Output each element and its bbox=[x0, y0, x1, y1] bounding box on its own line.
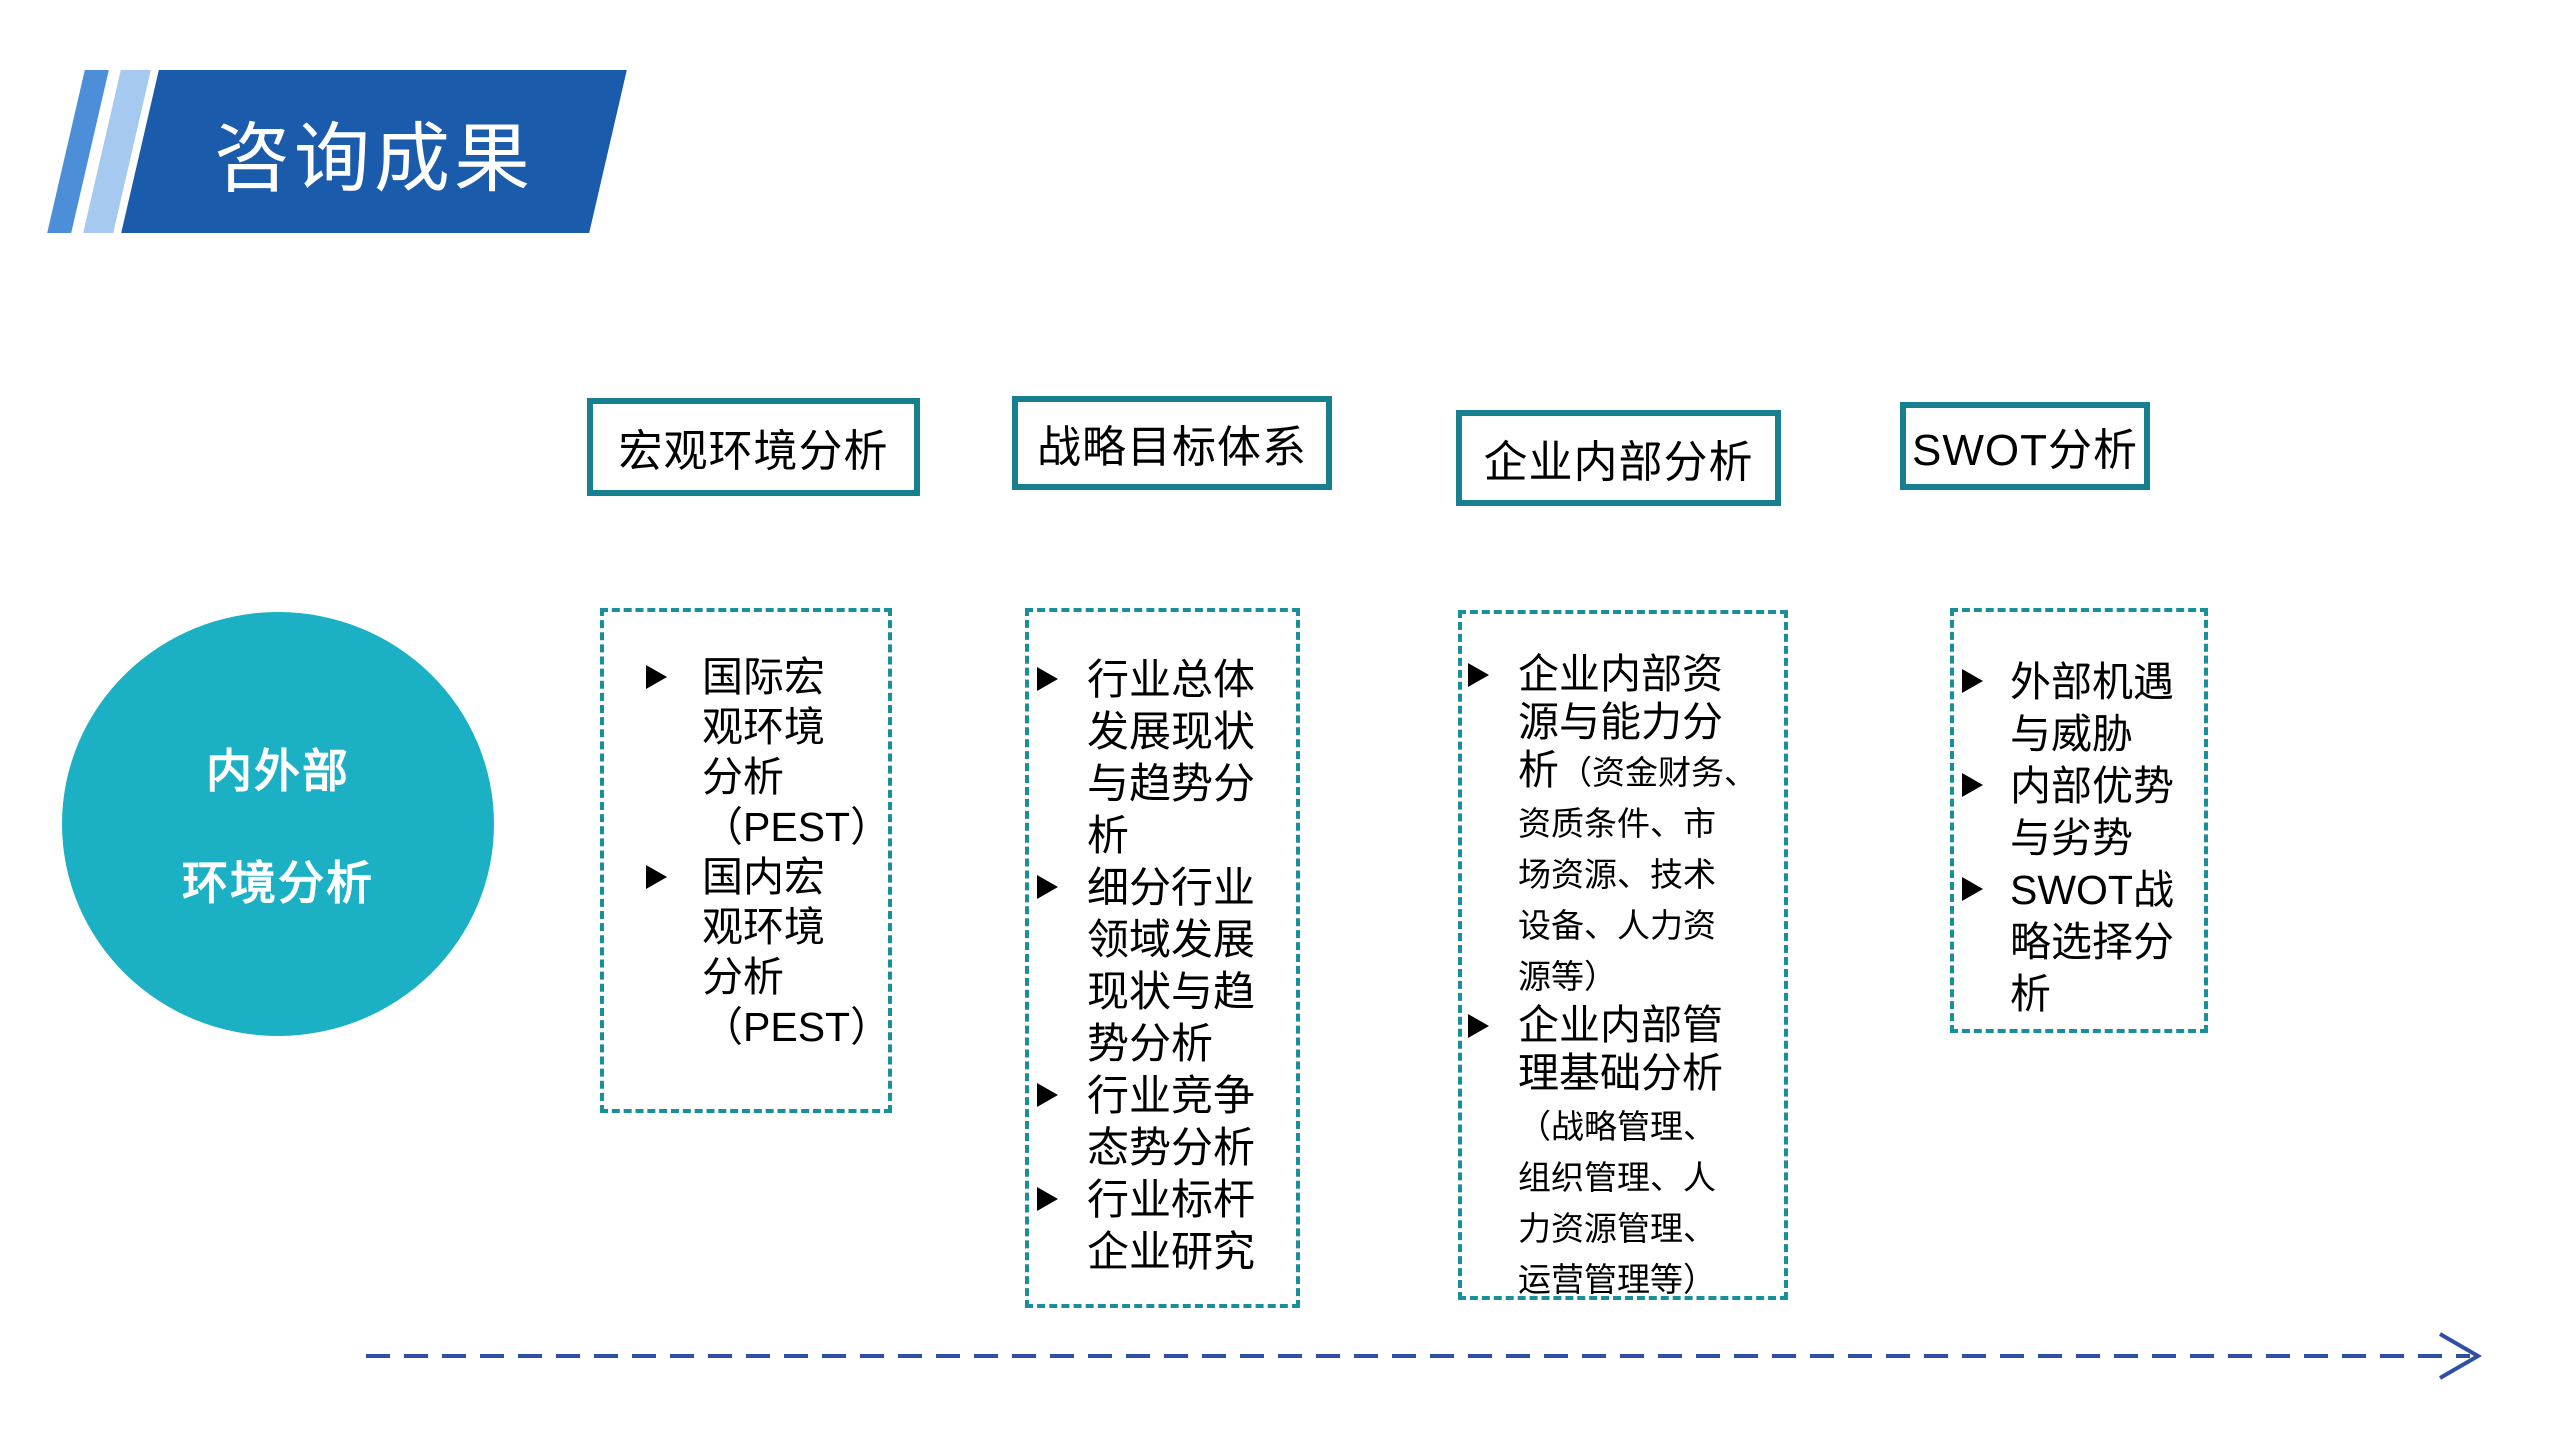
bullet-text: 企业内部管 理基础分析 （战略管理、 组织管理、人 力资源管理、 运营管理等） bbox=[1518, 1002, 1723, 1298]
bullet-text: 国内宏 观环境 分析 （PEST） bbox=[702, 854, 892, 1050]
header-box-swot: SWOT分析 bbox=[1900, 402, 2150, 490]
bullet-text: 外部机遇 与威胁 bbox=[2010, 659, 2174, 757]
bullet-arrow-icon bbox=[1037, 1174, 1087, 1211]
header-box-internal-analysis: 企业内部分析 bbox=[1456, 410, 1781, 506]
bullet-text: SWOT战 略选择分 析 bbox=[2010, 867, 2174, 1017]
header-box-macro-environment: 宏观环境分析 bbox=[587, 398, 920, 496]
bullet-arrow-icon bbox=[1037, 862, 1087, 899]
bullet-item: 国内宏 观环境 分析 （PEST） bbox=[646, 852, 891, 1052]
bullet-text: 行业标杆 企业研究 bbox=[1087, 1176, 1256, 1275]
content-box-strategic-goals: 行业总体 发展现状 与趋势分 析细分行业 领域发展 现状与趋 势分析行业竞争 态… bbox=[1025, 608, 1300, 1308]
circle-label-line2: 环境分析 bbox=[182, 857, 374, 909]
bullet-item: 企业内部管 理基础分析 （战略管理、 组织管理、人 力资源管理、 运营管理等） bbox=[1468, 1001, 1780, 1304]
header-box-strategic-goals: 战略目标体系 bbox=[1012, 396, 1332, 490]
content-box-macro-environment: 国际宏 观环境 分析 （PEST）国内宏 观环境 分析 （PEST） bbox=[600, 608, 892, 1113]
bullet-text-detail: （资金财务、 资质条件、市 场资源、技术 设备、人力资 源等） bbox=[1518, 754, 1757, 995]
circle-label-line1: 内外部 bbox=[206, 745, 350, 797]
bullet-text-detail: （战略管理、 组织管理、人 力资源管理、 运营管理等） bbox=[1518, 1108, 1716, 1298]
bullet-arrow-icon bbox=[1962, 760, 2010, 797]
bullet-item: 内部优势 与劣势 bbox=[1962, 760, 2198, 864]
bullet-item: SWOT战 略选择分 析 bbox=[1962, 864, 2198, 1020]
bullet-item: 外部机遇 与威胁 bbox=[1962, 656, 2198, 760]
bullet-text: 内部优势 与劣势 bbox=[2010, 763, 2174, 861]
title-banner: 咨询成果 bbox=[121, 70, 627, 233]
content-box-internal-analysis: 企业内部资 源与能力分 析（资金财务、 资质条件、市 场资源、技术 设备、人力资… bbox=[1458, 610, 1788, 1300]
environment-analysis-circle: 内外部 环境分析 bbox=[62, 612, 494, 1036]
bullet-arrow-icon bbox=[646, 852, 702, 889]
bullet-arrow-icon bbox=[1468, 650, 1518, 687]
bullet-item: 企业内部资 源与能力分 析（资金财务、 资质条件、市 场资源、技术 设备、人力资… bbox=[1468, 650, 1780, 1001]
bullet-text: 细分行业 领域发展 现状与趋 势分析 bbox=[1087, 864, 1256, 1067]
bullet-item: 细分行业 领域发展 现状与趋 势分析 bbox=[1037, 862, 1290, 1070]
timeline-arrow bbox=[366, 1332, 2482, 1380]
bullet-arrow-icon bbox=[1037, 1070, 1087, 1107]
bullet-text: 行业竞争 态势分析 bbox=[1087, 1072, 1256, 1171]
bullet-arrow-icon bbox=[1468, 1001, 1518, 1038]
bullet-text: 行业总体 发展现状 与趋势分 析 bbox=[1087, 656, 1256, 859]
bullet-text: 企业内部资 源与能力分 析（资金财务、 资质条件、市 场资源、技术 设备、人力资… bbox=[1518, 651, 1757, 995]
bullet-item: 国际宏 观环境 分析 （PEST） bbox=[646, 652, 891, 852]
bullet-item: 行业总体 发展现状 与趋势分 析 bbox=[1037, 654, 1290, 862]
bullet-arrow-icon bbox=[1962, 864, 2010, 901]
bullet-item: 行业标杆 企业研究 bbox=[1037, 1174, 1290, 1278]
bullet-arrow-icon bbox=[646, 652, 702, 689]
bullet-arrow-icon bbox=[1037, 654, 1087, 691]
bullet-text: 国际宏 观环境 分析 （PEST） bbox=[702, 654, 892, 850]
page-title: 咨询成果 bbox=[214, 116, 534, 202]
bullet-item: 行业竞争 态势分析 bbox=[1037, 1070, 1290, 1174]
bullet-arrow-icon bbox=[1962, 656, 2010, 693]
